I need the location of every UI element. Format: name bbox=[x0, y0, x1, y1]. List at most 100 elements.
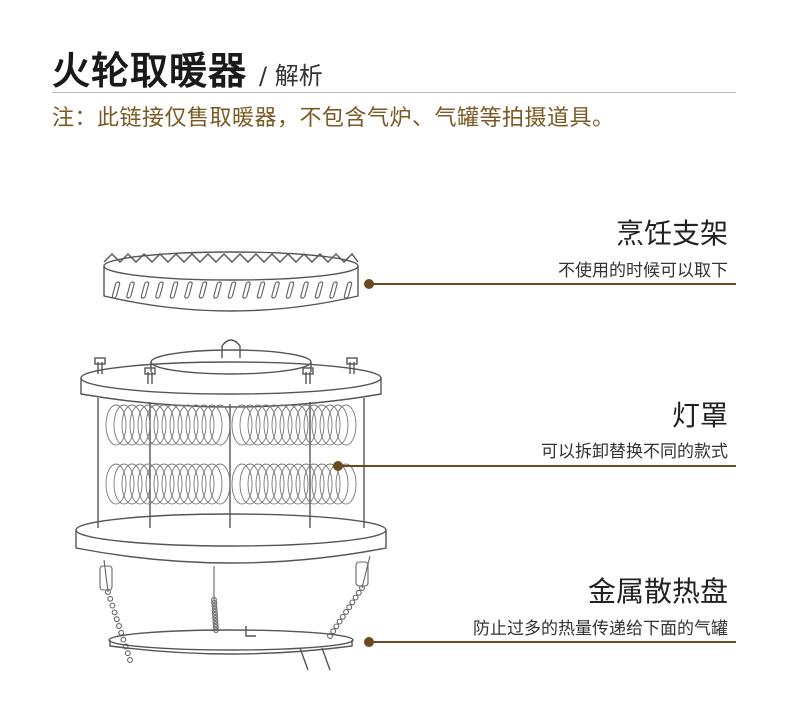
stand-slot bbox=[169, 281, 179, 299]
part-desc-shade: 可以拆卸替换不同的款式 bbox=[541, 442, 728, 462]
page-title: 火轮取暖器 bbox=[52, 49, 248, 93]
chain-link bbox=[111, 609, 118, 616]
coil-loop bbox=[335, 404, 357, 446]
coil-loop bbox=[311, 463, 333, 505]
chain-link bbox=[346, 604, 353, 611]
stand-slot bbox=[140, 281, 150, 299]
coil-loop bbox=[113, 404, 135, 446]
coil-loop bbox=[145, 463, 167, 505]
stand-slot bbox=[242, 281, 251, 299]
coil-loop bbox=[271, 404, 293, 446]
chain-link bbox=[118, 629, 125, 636]
coil-loop bbox=[201, 463, 223, 505]
coil-loop bbox=[319, 463, 341, 505]
coil-loop bbox=[303, 463, 325, 505]
coil-loop bbox=[271, 463, 293, 505]
chain-link bbox=[124, 650, 131, 657]
coil-loop bbox=[239, 404, 261, 446]
chain-link bbox=[113, 616, 120, 623]
coil-loop bbox=[279, 463, 301, 505]
chain-link bbox=[211, 606, 218, 612]
chain-link bbox=[109, 602, 116, 609]
coil-loop bbox=[121, 404, 143, 446]
coil-loop bbox=[105, 463, 127, 505]
coil-loop bbox=[137, 404, 159, 446]
chain-link bbox=[339, 613, 346, 620]
coil-loop bbox=[161, 463, 183, 505]
coil-loop bbox=[177, 463, 199, 505]
chain-link bbox=[333, 623, 340, 630]
coil-loop bbox=[209, 463, 231, 505]
coil-loop bbox=[161, 404, 183, 446]
chain-link bbox=[212, 615, 219, 621]
part-desc-cooking-stand: 不使用的时候可以取下 bbox=[558, 261, 728, 281]
chain-link bbox=[330, 628, 337, 635]
chain-link bbox=[212, 612, 218, 618]
coil-loop bbox=[311, 404, 333, 446]
coil-loop bbox=[303, 404, 325, 446]
chain-link bbox=[116, 623, 122, 629]
chain-link bbox=[355, 589, 362, 596]
stand-slot bbox=[314, 281, 324, 299]
coil-loop bbox=[295, 463, 317, 505]
coil-loop bbox=[231, 404, 253, 446]
coil-loop bbox=[327, 404, 349, 446]
coil-loop bbox=[239, 463, 261, 505]
chains-illustration bbox=[99, 555, 371, 663]
coil-loop bbox=[319, 404, 341, 446]
coil-loop bbox=[169, 404, 191, 446]
stand-slot bbox=[285, 281, 295, 299]
coil-loop bbox=[247, 463, 269, 505]
coil-loop bbox=[263, 463, 285, 505]
coil-loop bbox=[177, 404, 199, 446]
disclaimer-note: 注：此链接仅售取暖器，不包含气炉、气罐等拍摄道具。 bbox=[52, 106, 615, 131]
coil-loop bbox=[185, 463, 207, 505]
coil-loop bbox=[287, 463, 309, 505]
chain-link bbox=[212, 618, 219, 624]
stand-slot bbox=[126, 281, 135, 299]
coil-loop bbox=[201, 404, 223, 446]
stand-slot bbox=[155, 281, 164, 299]
stand-slot bbox=[256, 281, 266, 299]
chain-link bbox=[105, 589, 111, 595]
chain-link bbox=[343, 609, 349, 615]
stand-slot bbox=[329, 281, 338, 299]
chain-link bbox=[352, 594, 359, 601]
cooking-stand-illustration bbox=[103, 251, 359, 312]
coil-loop bbox=[231, 463, 253, 505]
part-title-cooking-stand: 烹饪支架 bbox=[615, 217, 728, 250]
title-row: 火轮取暖器 / 解析 bbox=[52, 40, 323, 96]
coil-loop bbox=[153, 463, 175, 505]
coil-loop bbox=[193, 404, 215, 446]
shade-illustration bbox=[75, 339, 387, 564]
coil-loop bbox=[247, 404, 269, 446]
coil-loop bbox=[105, 404, 127, 446]
leader-line-shade bbox=[338, 465, 736, 467]
leader-line-heat-plate bbox=[369, 641, 736, 643]
coil-loop bbox=[129, 404, 151, 446]
coil-loop bbox=[169, 463, 191, 505]
chain-link bbox=[107, 595, 114, 602]
stand-slot bbox=[271, 281, 280, 299]
coil-loop bbox=[145, 404, 167, 446]
leader-line-cooking-stand bbox=[369, 283, 736, 285]
coil-loop bbox=[185, 404, 207, 446]
chain-link bbox=[349, 599, 356, 606]
stand-slot bbox=[111, 281, 121, 299]
stand-slot bbox=[300, 281, 309, 299]
chain-link bbox=[211, 597, 217, 603]
chain-link bbox=[359, 585, 365, 591]
title-divider bbox=[52, 92, 736, 93]
stand-slot bbox=[227, 281, 237, 299]
chain-link bbox=[211, 609, 218, 615]
coil-loop bbox=[255, 463, 277, 505]
chain-link bbox=[336, 618, 343, 625]
chain-link bbox=[120, 636, 127, 643]
chain-link bbox=[127, 657, 133, 663]
coil-loop bbox=[263, 404, 285, 446]
coil-loop bbox=[255, 404, 277, 446]
coil-loop bbox=[137, 463, 159, 505]
part-title-heat-plate: 金属散热盘 bbox=[587, 575, 728, 608]
coil-loop bbox=[153, 404, 175, 446]
